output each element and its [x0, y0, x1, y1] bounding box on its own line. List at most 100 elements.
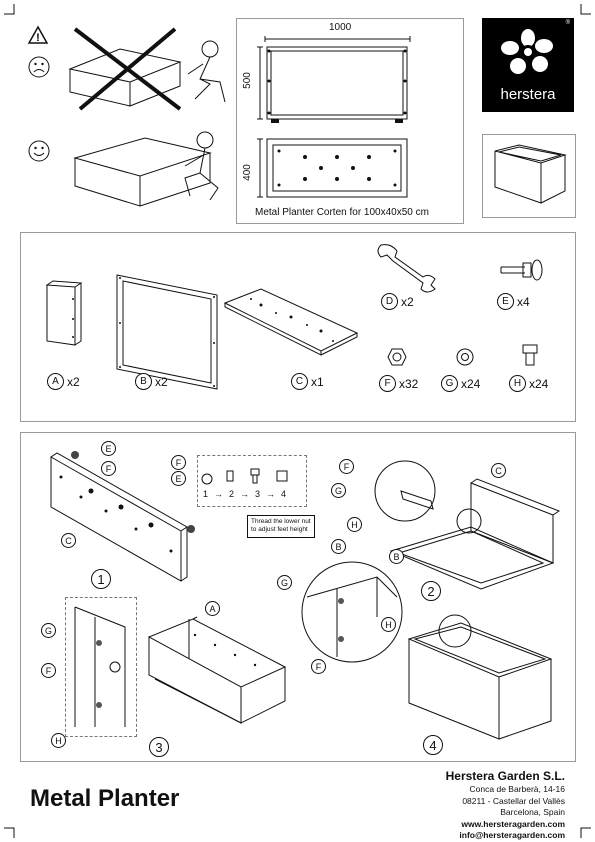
- step-3-detail-drawing: [74, 606, 126, 727]
- document-title: Metal Planter: [30, 785, 180, 812]
- part-d-wrench-icon: [377, 244, 436, 293]
- step-2-number: 2: [421, 581, 441, 601]
- incorrect-lifting-illustration: [68, 27, 226, 111]
- part-g-id: G: [441, 375, 458, 392]
- part-d-id: D: [381, 293, 398, 310]
- step-3-tag-f: F: [41, 663, 56, 678]
- website-link[interactable]: www.hersteragarden.com: [461, 818, 565, 829]
- detail-tag-g: G: [277, 575, 292, 590]
- part-d-qty: x2: [401, 294, 414, 309]
- part-c-id: C: [291, 373, 308, 390]
- sequence-arrow-1: →: [214, 489, 224, 499]
- parts-panel: A x2 B x2 C x1 D x2 E x4 F x32: [20, 232, 576, 422]
- sequence-arrow-2: →: [240, 489, 250, 499]
- sequence-3: 3: [255, 489, 261, 499]
- part-c-qty: x1: [311, 374, 324, 389]
- step-2-tag-g: G: [331, 483, 346, 498]
- part-b-qty: x2: [155, 374, 168, 389]
- part-h-id: H: [509, 375, 526, 392]
- step-1-tag-c: C: [61, 533, 76, 548]
- brand-name: herstera: [500, 86, 556, 103]
- part-e-qty: x4: [517, 294, 530, 309]
- happy-face-icon: [28, 140, 50, 162]
- part-c-drawing: [223, 288, 359, 356]
- sequence-2: 2: [229, 489, 235, 499]
- sequence-arrow-3: →: [266, 489, 276, 499]
- depth-dimension: 400: [241, 164, 253, 181]
- foot-sequence-parts: [201, 468, 288, 485]
- sequence-tag-e: E: [171, 471, 186, 486]
- assembly-panel: E F C 1 F E 1 → 2 → 3 → 4 Thread the low…: [20, 432, 576, 762]
- step-3-tag-h: H: [51, 733, 66, 748]
- part-d-label: D x2: [381, 293, 414, 310]
- part-f-id: F: [379, 375, 396, 392]
- part-e-foot-icon: [500, 259, 543, 281]
- address-line-2: 08211 - Castellar del Vallès: [462, 795, 565, 806]
- part-e-id: E: [497, 293, 514, 310]
- warning-triangle-icon: !: [27, 25, 49, 44]
- height-dim-line: [257, 46, 263, 120]
- email-link[interactable]: info@hersteragarden.com: [459, 830, 565, 841]
- part-a-label: A x2: [47, 373, 80, 390]
- step-3-drawing: [147, 616, 287, 724]
- step-1-tag-e: E: [101, 441, 116, 456]
- part-b-label: B x2: [135, 373, 168, 390]
- part-a-id: A: [47, 373, 64, 390]
- part-b-id: B: [135, 373, 152, 390]
- step-3-tag-a: A: [205, 601, 220, 616]
- flower-icon: [501, 29, 553, 74]
- part-h-label: H x24: [509, 375, 548, 392]
- depth-dim-line: [257, 138, 263, 198]
- step-3-number: 3: [149, 737, 169, 757]
- front-view-drawing: [264, 36, 411, 123]
- part-c-label: C x1: [291, 373, 324, 390]
- part-h-qty: x24: [529, 376, 549, 391]
- part-a-drawing: [45, 280, 83, 346]
- sequence-1: 1: [203, 489, 209, 499]
- step-3-tag-g: G: [41, 623, 56, 638]
- warning-panel: !: [20, 18, 230, 216]
- step-2-detail: [301, 561, 403, 663]
- height-dimension: 500: [241, 72, 253, 89]
- part-f-label: F x32: [379, 375, 418, 392]
- detail-tag-h: H: [381, 617, 396, 632]
- part-f-qty: x32: [399, 376, 419, 391]
- step-2-tag-h: H: [347, 517, 362, 532]
- step-4-number: 4: [423, 735, 443, 755]
- step-4-drawing: [407, 614, 553, 740]
- part-g-qty: x24: [461, 376, 481, 391]
- foot-adjust-note: Thread the lower nut to adjust feet heig…: [247, 515, 315, 538]
- sequence-4: 4: [281, 489, 287, 499]
- foot-sequence: 1 → 2 → 3 → 4: [203, 489, 286, 499]
- step-3-detail-box: [65, 597, 137, 737]
- correct-lifting-illustration: [73, 131, 219, 207]
- svg-text:!: !: [36, 32, 40, 44]
- sequence-tag-f: F: [171, 455, 186, 470]
- address-line-1: Conca de Barberà, 14-16: [469, 784, 565, 795]
- step-2-tag-c: C: [491, 463, 506, 478]
- product-thumbnail-panel: [482, 134, 576, 218]
- company-info: Herstera Garden S.L. Conca de Barberà, 1…: [446, 768, 565, 842]
- step-1-number: 1: [91, 569, 111, 589]
- registered-mark: ®: [565, 20, 570, 26]
- sad-face-icon: [28, 56, 50, 78]
- step-1-tag-f: F: [101, 461, 116, 476]
- part-f-nut-icon: [387, 348, 407, 366]
- part-h-bolt-icon: [522, 344, 538, 366]
- part-g-washer-icon: [456, 348, 474, 366]
- company-name: Herstera Garden S.L.: [445, 769, 565, 783]
- detail-tag-f: F: [311, 659, 326, 674]
- foot-sequence-box: [197, 455, 307, 507]
- part-g-label: G x24: [441, 375, 480, 392]
- step-2-tag-f: F: [339, 459, 354, 474]
- technical-drawing-panel: 1000 500 400 Metal Planter Corten for 10…: [236, 18, 464, 224]
- step-2-drawing: [374, 460, 561, 590]
- top-view-drawing: [266, 138, 408, 198]
- part-b-drawing: [116, 274, 218, 390]
- brand-logo: ® herstera: [482, 18, 574, 112]
- detail-tag-b: B: [331, 539, 346, 554]
- product-caption: Metal Planter Corten for 100x40x50 cm: [255, 207, 429, 218]
- width-dimension: 1000: [329, 22, 352, 33]
- step-2-tag-b: B: [389, 549, 404, 564]
